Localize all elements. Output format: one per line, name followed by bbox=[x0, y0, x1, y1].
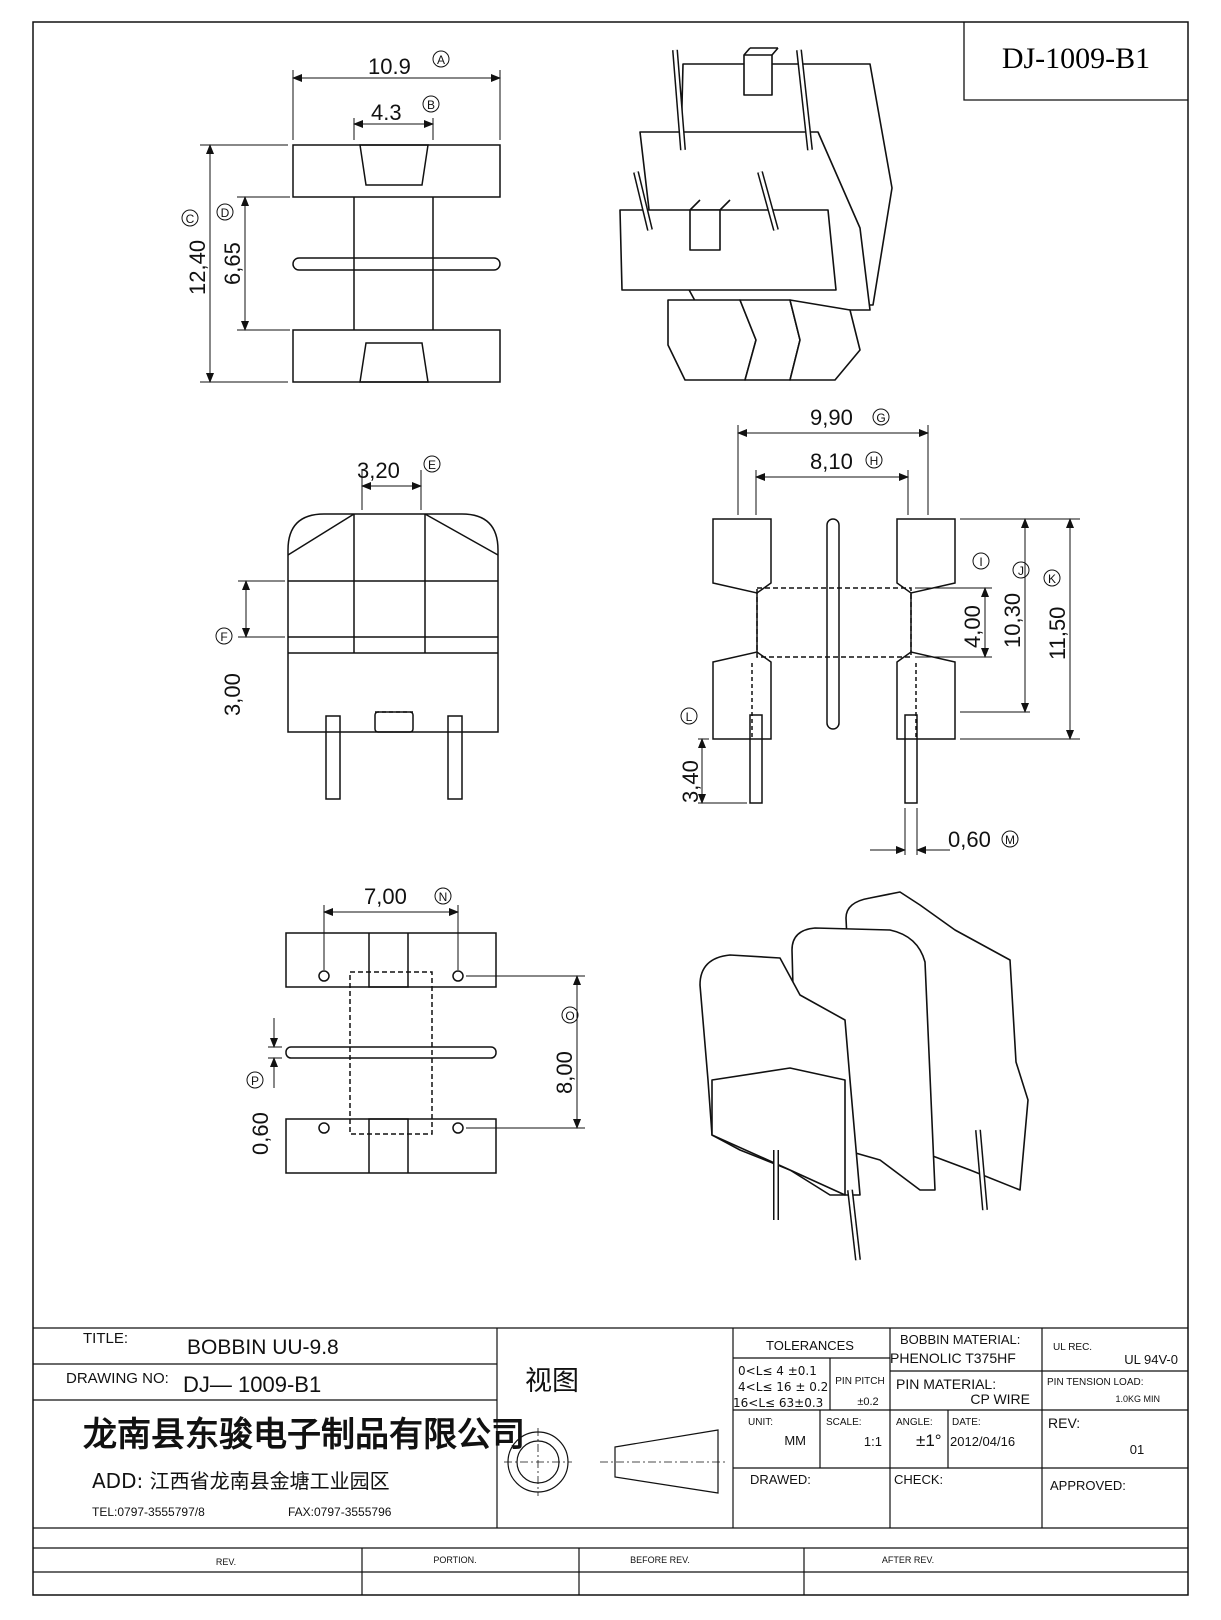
pin-pitch-label: PIN PITCH bbox=[835, 1376, 884, 1387]
rev-value: 01 bbox=[1130, 1442, 1144, 1457]
company-fax: FAX:0797-3555796 bbox=[288, 1505, 392, 1519]
date-value: 2012/04/16 bbox=[950, 1434, 1015, 1449]
dim-k-value: 11,50 bbox=[1045, 607, 1070, 660]
dim-e-value: 3,20 bbox=[357, 458, 400, 483]
dim-n-ref: N bbox=[439, 890, 448, 904]
tolerances-label: TOLERANCES bbox=[766, 1338, 854, 1353]
company-address: ADD: 江西省龙南县金塘工业园区 bbox=[92, 1469, 390, 1493]
view-side bbox=[292, 144, 501, 383]
dims-side bbox=[200, 70, 501, 383]
dim-h-value: 8,10 bbox=[810, 449, 853, 474]
dim-f-ref: F bbox=[220, 630, 227, 644]
company-name: 龙南县东骏电子制品有限公司 bbox=[83, 1415, 525, 1455]
pin-tension-label: PIN TENSION LOAD: bbox=[1047, 1377, 1144, 1388]
view-iso-top bbox=[619, 47, 893, 381]
pin-material-value: CP WIRE bbox=[970, 1391, 1030, 1407]
view-label: 视图 bbox=[525, 1366, 579, 1396]
dim-m-ref: M bbox=[1005, 833, 1015, 847]
dim-a-ref: A bbox=[437, 53, 445, 67]
company-tel: TEL:0797-3555797/8 bbox=[92, 1505, 205, 1519]
pin-pitch-value: ±0.2 bbox=[857, 1396, 878, 1408]
dim-labels-front: 3,20 E F 3,00 bbox=[215, 455, 441, 716]
angle-label: ANGLE: bbox=[896, 1417, 933, 1428]
dim-l-ref: L bbox=[686, 710, 693, 724]
dim-b-ref: B bbox=[427, 98, 435, 112]
dim-a-value: 10.9 bbox=[368, 54, 411, 79]
drawing-code-box: DJ-1009-B1 bbox=[963, 22, 1188, 101]
rev-label: REV: bbox=[1048, 1415, 1080, 1431]
dim-c-ref: C bbox=[186, 212, 195, 226]
drawing-code: DJ-1009-B1 bbox=[1002, 42, 1150, 75]
approved-label: APPROVED: bbox=[1050, 1478, 1126, 1493]
title-label: TITLE: bbox=[83, 1330, 128, 1347]
bobbin-material-value: PHENOLIC T375HF bbox=[890, 1350, 1016, 1366]
dim-c-value: 12,40 bbox=[185, 240, 210, 295]
dim-g-value: 9,90 bbox=[810, 405, 853, 430]
dim-o-ref: O bbox=[565, 1009, 574, 1023]
tolerance-2: 4<L≤ 16 ± 0.2 bbox=[738, 1380, 828, 1394]
dim-d-value: 6,65 bbox=[220, 242, 245, 285]
dim-labels-plan: 7,00 N O 8,00 P 0,60 bbox=[246, 884, 579, 1155]
ul-rec-label: UL REC. bbox=[1053, 1342, 1092, 1353]
dim-e-ref: E bbox=[428, 458, 436, 472]
dim-o-value: 8,00 bbox=[552, 1051, 577, 1094]
scale-label: SCALE: bbox=[826, 1417, 862, 1428]
dim-g-ref: G bbox=[876, 411, 885, 425]
check-label: CHECK: bbox=[894, 1472, 943, 1487]
pin-tension-value: 1.0KG MIN bbox=[1115, 1394, 1160, 1404]
sheet-border bbox=[32, 21, 1189, 1596]
tolerance-1: 0<L≤ 4 ±0.1 bbox=[738, 1364, 817, 1378]
tolerance-3: 16<L≤ 63±0.3 bbox=[733, 1396, 823, 1410]
ul-rec-value: UL 94V-0 bbox=[1124, 1352, 1178, 1367]
angle-value: ±1° bbox=[916, 1431, 942, 1450]
drawing-no-value: DJ— 1009-B1 bbox=[183, 1372, 321, 1397]
dim-n-value: 7,00 bbox=[364, 884, 407, 909]
dim-i-ref: I bbox=[979, 555, 982, 569]
rev-column: REV. bbox=[216, 1557, 236, 1567]
drawed-label: DRAWED: bbox=[750, 1472, 811, 1487]
dim-k-ref: K bbox=[1048, 572, 1056, 586]
dim-p-value: 0,60 bbox=[248, 1112, 273, 1155]
dim-f-value: 3,00 bbox=[220, 673, 245, 716]
title-block-text: TITLE: BOBBIN UU-9.8 DRAWING NO: DJ— 100… bbox=[66, 1330, 1178, 1567]
title-value: BOBBIN UU-9.8 bbox=[187, 1336, 339, 1359]
view-front bbox=[287, 513, 499, 800]
after-rev-column: AFTER REV. bbox=[882, 1555, 934, 1565]
pin-material-label: PIN MATERIAL: bbox=[896, 1376, 996, 1392]
view-section bbox=[712, 518, 956, 804]
before-rev-column: BEFORE REV. bbox=[630, 1555, 690, 1565]
date-label: DATE: bbox=[952, 1417, 981, 1428]
dim-h-ref: H bbox=[870, 454, 879, 468]
view-plan bbox=[285, 932, 497, 1174]
title-block bbox=[33, 1327, 1188, 1595]
dim-m-value: 0,60 bbox=[948, 827, 991, 852]
dim-j-ref: J bbox=[1018, 564, 1024, 578]
drawing-no-label: DRAWING NO: bbox=[66, 1370, 169, 1387]
dims-section bbox=[698, 425, 1080, 855]
dim-j-value: 10,30 bbox=[1000, 593, 1025, 648]
dims-plan bbox=[268, 905, 585, 1129]
dim-labels-section: 9,90 G 8,10 H I 4,00 J 10,30 K 11,50 L 3… bbox=[678, 405, 1070, 852]
dim-d-ref: D bbox=[221, 206, 230, 220]
dim-p-ref: P bbox=[251, 1074, 259, 1088]
unit-label: UNIT: bbox=[748, 1417, 773, 1428]
scale-value: 1:1 bbox=[864, 1434, 882, 1449]
dim-labels-side: 10.9 A 4.3 B 12,40 C 6,65 D bbox=[181, 50, 450, 295]
bobbin-material-label: BOBBIN MATERIAL: bbox=[900, 1332, 1020, 1347]
dim-b-value: 4.3 bbox=[371, 100, 402, 125]
view-iso-bottom bbox=[699, 891, 1029, 1261]
dim-l-value: 3,40 bbox=[678, 760, 703, 803]
dim-i-value: 4,00 bbox=[960, 605, 985, 648]
dims-front bbox=[238, 470, 422, 638]
portion-column: PORTION. bbox=[433, 1555, 476, 1565]
unit-value: MM bbox=[784, 1433, 806, 1448]
